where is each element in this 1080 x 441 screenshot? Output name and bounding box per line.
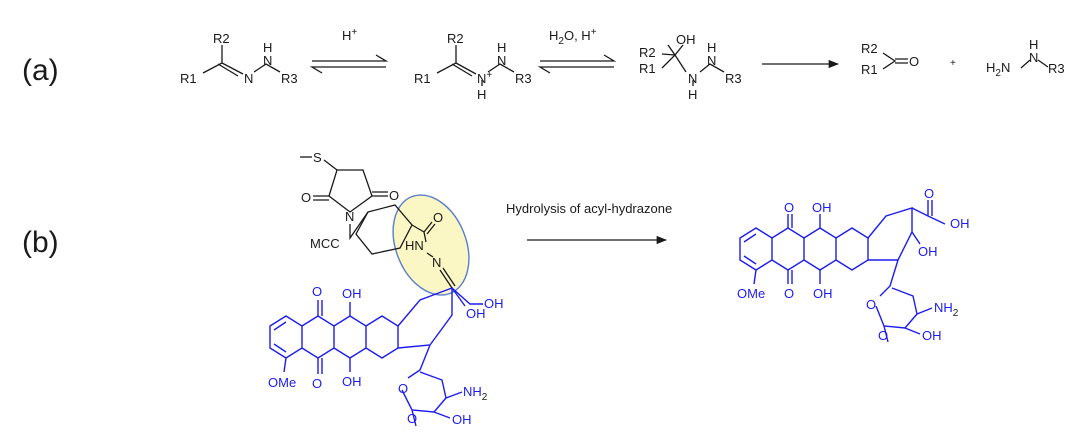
hydrazone-hn: HN	[405, 238, 424, 253]
carbinolamine-r3: R3	[725, 71, 742, 86]
hydrazine-h2n: H2N	[986, 60, 1010, 79]
carbinolamine-structure: OH R2 R1 N N H H R3	[639, 32, 742, 102]
arrow2-label: H2O, H+	[549, 27, 597, 47]
hydrazone-r2: R2	[213, 31, 230, 46]
ketone-r2: R2	[861, 41, 878, 56]
conjugate-oh-bottom: OH	[342, 374, 362, 389]
carbinolamine-nh-n: N	[707, 53, 716, 68]
hydrazine-r3: R3	[1048, 61, 1065, 76]
ketone-r1: R1	[861, 62, 878, 77]
hydrazone-structure: R2 R1 N N H R3	[180, 31, 298, 86]
conjugate-quinone-o-top: O	[312, 284, 322, 299]
mcc-label: MCC	[310, 236, 340, 251]
protonated-hydrazone-structure: R2 R1 N+ N H H R3	[414, 31, 532, 102]
product-ome: OMe	[737, 286, 765, 301]
product-oh-c9: OH	[918, 244, 938, 259]
hydrazone-nh-h: H	[263, 40, 272, 55]
product-nh2: NH2	[934, 300, 959, 319]
hydrazone-nh-n: N	[263, 53, 272, 68]
imide-n: N	[345, 209, 354, 224]
imide-o-right: O	[389, 188, 399, 203]
protonated-r3: R3	[515, 71, 532, 86]
conjugate-nh2: NH2	[463, 384, 488, 403]
hydrazone-n-b: N	[432, 255, 441, 270]
ketone-structure: R2 R1 O	[861, 41, 919, 77]
conjugate-oh-top: OH	[342, 286, 362, 301]
product-oh-side: OH	[950, 216, 970, 231]
conjugate-quinone-o-bottom: O	[312, 376, 322, 391]
product-oh-sugar: OH	[922, 328, 942, 343]
protonated-nh-n: N	[497, 53, 506, 68]
product-glycosidic-o: O	[866, 297, 876, 312]
protonated-r2: R2	[447, 31, 464, 46]
plus-sign: +	[950, 58, 956, 69]
conjugate-ring-o: O	[407, 411, 417, 426]
conjugate-oh-c9: OH	[466, 306, 486, 321]
carbinolamine-r1: R1	[639, 61, 656, 76]
equilibrium-arrow-2: H2O, H+	[537, 27, 617, 74]
conjugate-oh-sugar: OH	[452, 412, 472, 427]
hydrazine-nh-h: H	[1029, 37, 1038, 52]
hydrolysis-label: Hydrolysis of acyl-hydrazone	[506, 201, 672, 216]
carbinolamine-oh: OH	[676, 32, 696, 47]
protonated-r1: R1	[414, 71, 431, 86]
hydrazine-nh-n: N	[1029, 50, 1038, 65]
conjugate-oh-side: OH	[484, 296, 504, 311]
protonated-n-h: H	[477, 87, 486, 102]
hydrazone-r3: R3	[281, 71, 298, 86]
protonated-n-plus: N+	[477, 70, 492, 86]
thioether-s: S	[313, 150, 322, 165]
equilibrium-arrow-1: H+	[309, 27, 389, 74]
conjugate-glycosidic-o: O	[398, 381, 408, 396]
arrow1-label: H+	[342, 27, 357, 43]
panel-b-label: (b)	[22, 226, 59, 259]
panel-a-label: (a)	[22, 54, 59, 87]
hydrolysis-arrow: Hydrolysis of acyl-hydrazone	[506, 201, 672, 245]
carbinolamine-r2: R2	[639, 45, 656, 60]
acyl-hydrazone-highlight	[392, 194, 470, 296]
product-oh-top: OH	[812, 200, 832, 215]
conjugate-ome: OMe	[268, 375, 296, 390]
hydrazone-r1: R1	[180, 71, 197, 86]
hydrazone-n: N	[244, 71, 253, 86]
product-quinone-o-top: O	[784, 200, 794, 215]
product-quinone-o-bottom: O	[784, 286, 794, 301]
carbinolamine-nh-h: H	[707, 40, 716, 55]
product-drug-structure: O OH O OH OH O OMe OH O NH2 O OH	[737, 186, 970, 343]
mcc-linker-structure: S O O N MCC O HN N	[300, 150, 456, 289]
conjugate-drug-structure: O OH OH OH O OMe OH O NH2 O OH	[268, 284, 504, 427]
product-oh-bottom: OH	[813, 286, 833, 301]
amide-o: O	[433, 210, 443, 225]
ketone-o: O	[909, 54, 919, 69]
carbinolamine-n: N	[688, 71, 697, 86]
protonated-nh-h: H	[497, 40, 506, 55]
hydrazine-structure: H2N N H R3	[986, 37, 1065, 79]
imide-o-left: O	[301, 190, 311, 205]
product-keto-o: O	[924, 186, 934, 201]
product-ring-o: O	[878, 328, 888, 343]
carbinolamine-n-h: H	[688, 87, 697, 102]
